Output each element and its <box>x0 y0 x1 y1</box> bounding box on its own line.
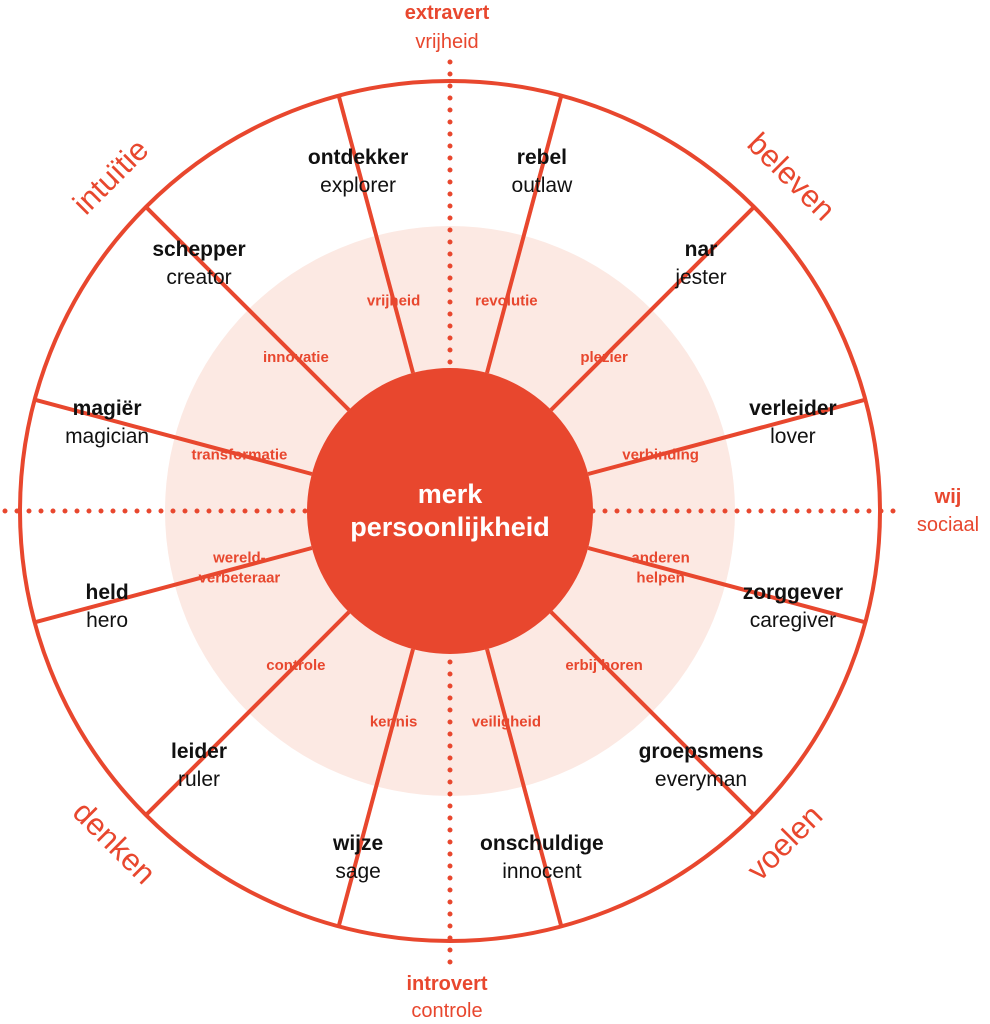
archetype-label-en: caregiver <box>750 609 836 632</box>
archetype-label-en: hero <box>86 609 128 632</box>
archetype-label-en: magician <box>65 425 149 448</box>
segment-dividers <box>34 95 866 927</box>
value-label: erbij horen <box>565 657 643 674</box>
axis-top-bold: extravert <box>405 2 490 24</box>
value-label: transformatie <box>191 447 287 464</box>
archetype-label-en: innocent <box>502 860 582 883</box>
archetype-label-en: outlaw <box>512 174 574 197</box>
archetype-label-nl: schepper <box>152 238 245 261</box>
segment-divider <box>587 546 866 625</box>
archetype-label-en: creator <box>166 266 231 289</box>
segment-divider <box>485 648 564 927</box>
archetype-label-en: jester <box>674 266 726 289</box>
segment-divider <box>34 397 313 476</box>
archetype-label-nl: ontdekker <box>308 146 408 169</box>
segment-divider <box>336 95 415 374</box>
archetype-label-en: explorer <box>320 174 396 197</box>
value-label: verbinding <box>622 447 699 464</box>
axis-right-bold: wij <box>934 486 962 508</box>
center-label-line2: persoonlijkheid <box>350 512 550 542</box>
value-labels: revolutie plezier verbinding anderen helpen e… <box>191 292 698 730</box>
center-circle <box>307 368 593 654</box>
axis-right-sub: sociaal <box>917 514 979 536</box>
archetype-label-nl: nar <box>685 238 718 261</box>
archetype-label-en: sage <box>335 860 381 883</box>
value-label: anderen <box>631 549 689 566</box>
segment-labels: rebel outlaw nar jester verleider lover zorgge… <box>65 146 843 883</box>
axis-bottom-bold: introvert <box>406 973 487 995</box>
archetype-label-en: everyman <box>655 768 747 791</box>
archetype-label-nl: leider <box>171 740 227 763</box>
archetype-label-nl: groepsmens <box>639 740 764 763</box>
segment-divider <box>549 610 756 817</box>
segment-divider <box>336 648 415 927</box>
segment-divider <box>34 546 313 625</box>
archetype-label-nl: verleider <box>749 397 837 420</box>
archetype-label-en: lover <box>770 425 816 448</box>
archetype-label-en: ruler <box>178 768 220 791</box>
segment-divider <box>144 610 351 817</box>
value-label: verbeteraar <box>199 569 281 586</box>
value-label: vrijheid <box>367 292 420 309</box>
value-label: wereld- <box>212 549 266 566</box>
value-label: innovatie <box>263 349 329 366</box>
segment-divider <box>587 397 866 476</box>
center-label-line1: merk <box>418 479 484 509</box>
value-label: revolutie <box>475 292 538 309</box>
axis-top-sub: vrijheid <box>415 31 478 53</box>
archetype-label-nl: held <box>86 581 129 604</box>
value-label: veiligheid <box>472 714 541 731</box>
archetype-label-nl: zorggever <box>743 581 843 604</box>
value-label: plezier <box>580 349 628 366</box>
value-label: controle <box>266 657 325 674</box>
segment-divider <box>549 205 756 412</box>
archetype-label-nl: rebel <box>517 146 567 169</box>
segment-divider <box>144 205 351 412</box>
archetype-label-nl: onschuldige <box>480 832 604 855</box>
archetype-label-nl: wijze <box>332 832 383 855</box>
segment-divider <box>485 95 564 374</box>
axis-bottom-sub: controle <box>411 1000 482 1022</box>
value-label: kennis <box>370 714 418 731</box>
quadrant-top-left: intuïtie <box>66 132 155 221</box>
value-label: helpen <box>636 569 684 586</box>
archetype-label-nl: magiër <box>73 397 142 420</box>
